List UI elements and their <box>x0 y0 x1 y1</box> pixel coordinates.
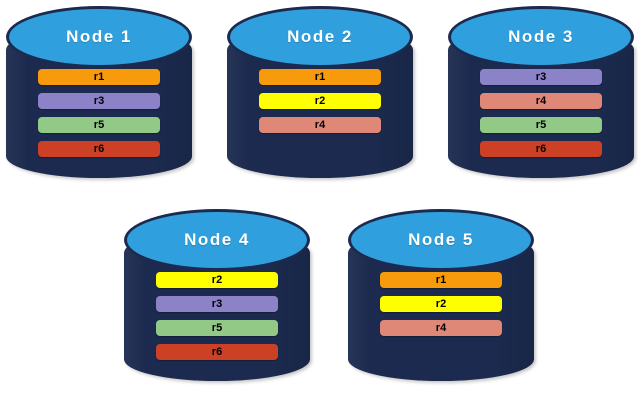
record-bar[interactable]: r1 <box>38 69 160 85</box>
record-bar[interactable]: r2 <box>380 296 502 312</box>
record-bar[interactable]: r2 <box>259 93 381 109</box>
record-bar[interactable]: r6 <box>38 141 160 157</box>
node-title: Node 2 <box>287 27 353 46</box>
record-list: r2 r3 r5 r6 <box>156 272 278 360</box>
database-node[interactable]: Node 3 r3 r4 r5 r6 <box>448 6 634 192</box>
record-bar[interactable]: r3 <box>156 296 278 312</box>
record-bar[interactable]: r3 <box>480 69 602 85</box>
record-bar[interactable]: r1 <box>380 272 502 288</box>
database-node[interactable]: Node 1 r1 r3 r5 r6 <box>6 6 192 192</box>
record-bar[interactable]: r6 <box>480 141 602 157</box>
node-title: Node 3 <box>508 27 574 46</box>
cylinder-top-ellipse <box>124 209 310 271</box>
record-bar[interactable]: r6 <box>156 344 278 360</box>
cylinder-top-ellipse <box>448 6 634 68</box>
record-bar[interactable]: r2 <box>156 272 278 288</box>
database-node[interactable]: Node 4 r2 r3 r5 r6 <box>124 209 310 395</box>
node-title: Node 4 <box>184 230 250 249</box>
record-bar[interactable]: r5 <box>480 117 602 133</box>
record-bar[interactable]: r4 <box>380 320 502 336</box>
record-bar[interactable]: r3 <box>38 93 160 109</box>
cylinder-top-ellipse <box>6 6 192 68</box>
record-bar[interactable]: r1 <box>259 69 381 85</box>
database-node[interactable]: Node 5 r1 r2 r4 <box>348 209 534 395</box>
record-list: r3 r4 r5 r6 <box>480 69 602 157</box>
record-bar[interactable]: r5 <box>156 320 278 336</box>
node-title: Node 1 <box>66 27 132 46</box>
database-node[interactable]: Node 2 r1 r2 r4 <box>227 6 413 192</box>
node-title: Node 5 <box>408 230 474 249</box>
record-bar[interactable]: r5 <box>38 117 160 133</box>
record-list: r1 r2 r4 <box>380 272 502 336</box>
cylinder-top-ellipse <box>348 209 534 271</box>
record-bar[interactable]: r4 <box>480 93 602 109</box>
record-bar[interactable]: r4 <box>259 117 381 133</box>
record-list: r1 r3 r5 r6 <box>38 69 160 157</box>
record-list: r1 r2 r4 <box>259 69 381 133</box>
cylinder-top-ellipse <box>227 6 413 68</box>
